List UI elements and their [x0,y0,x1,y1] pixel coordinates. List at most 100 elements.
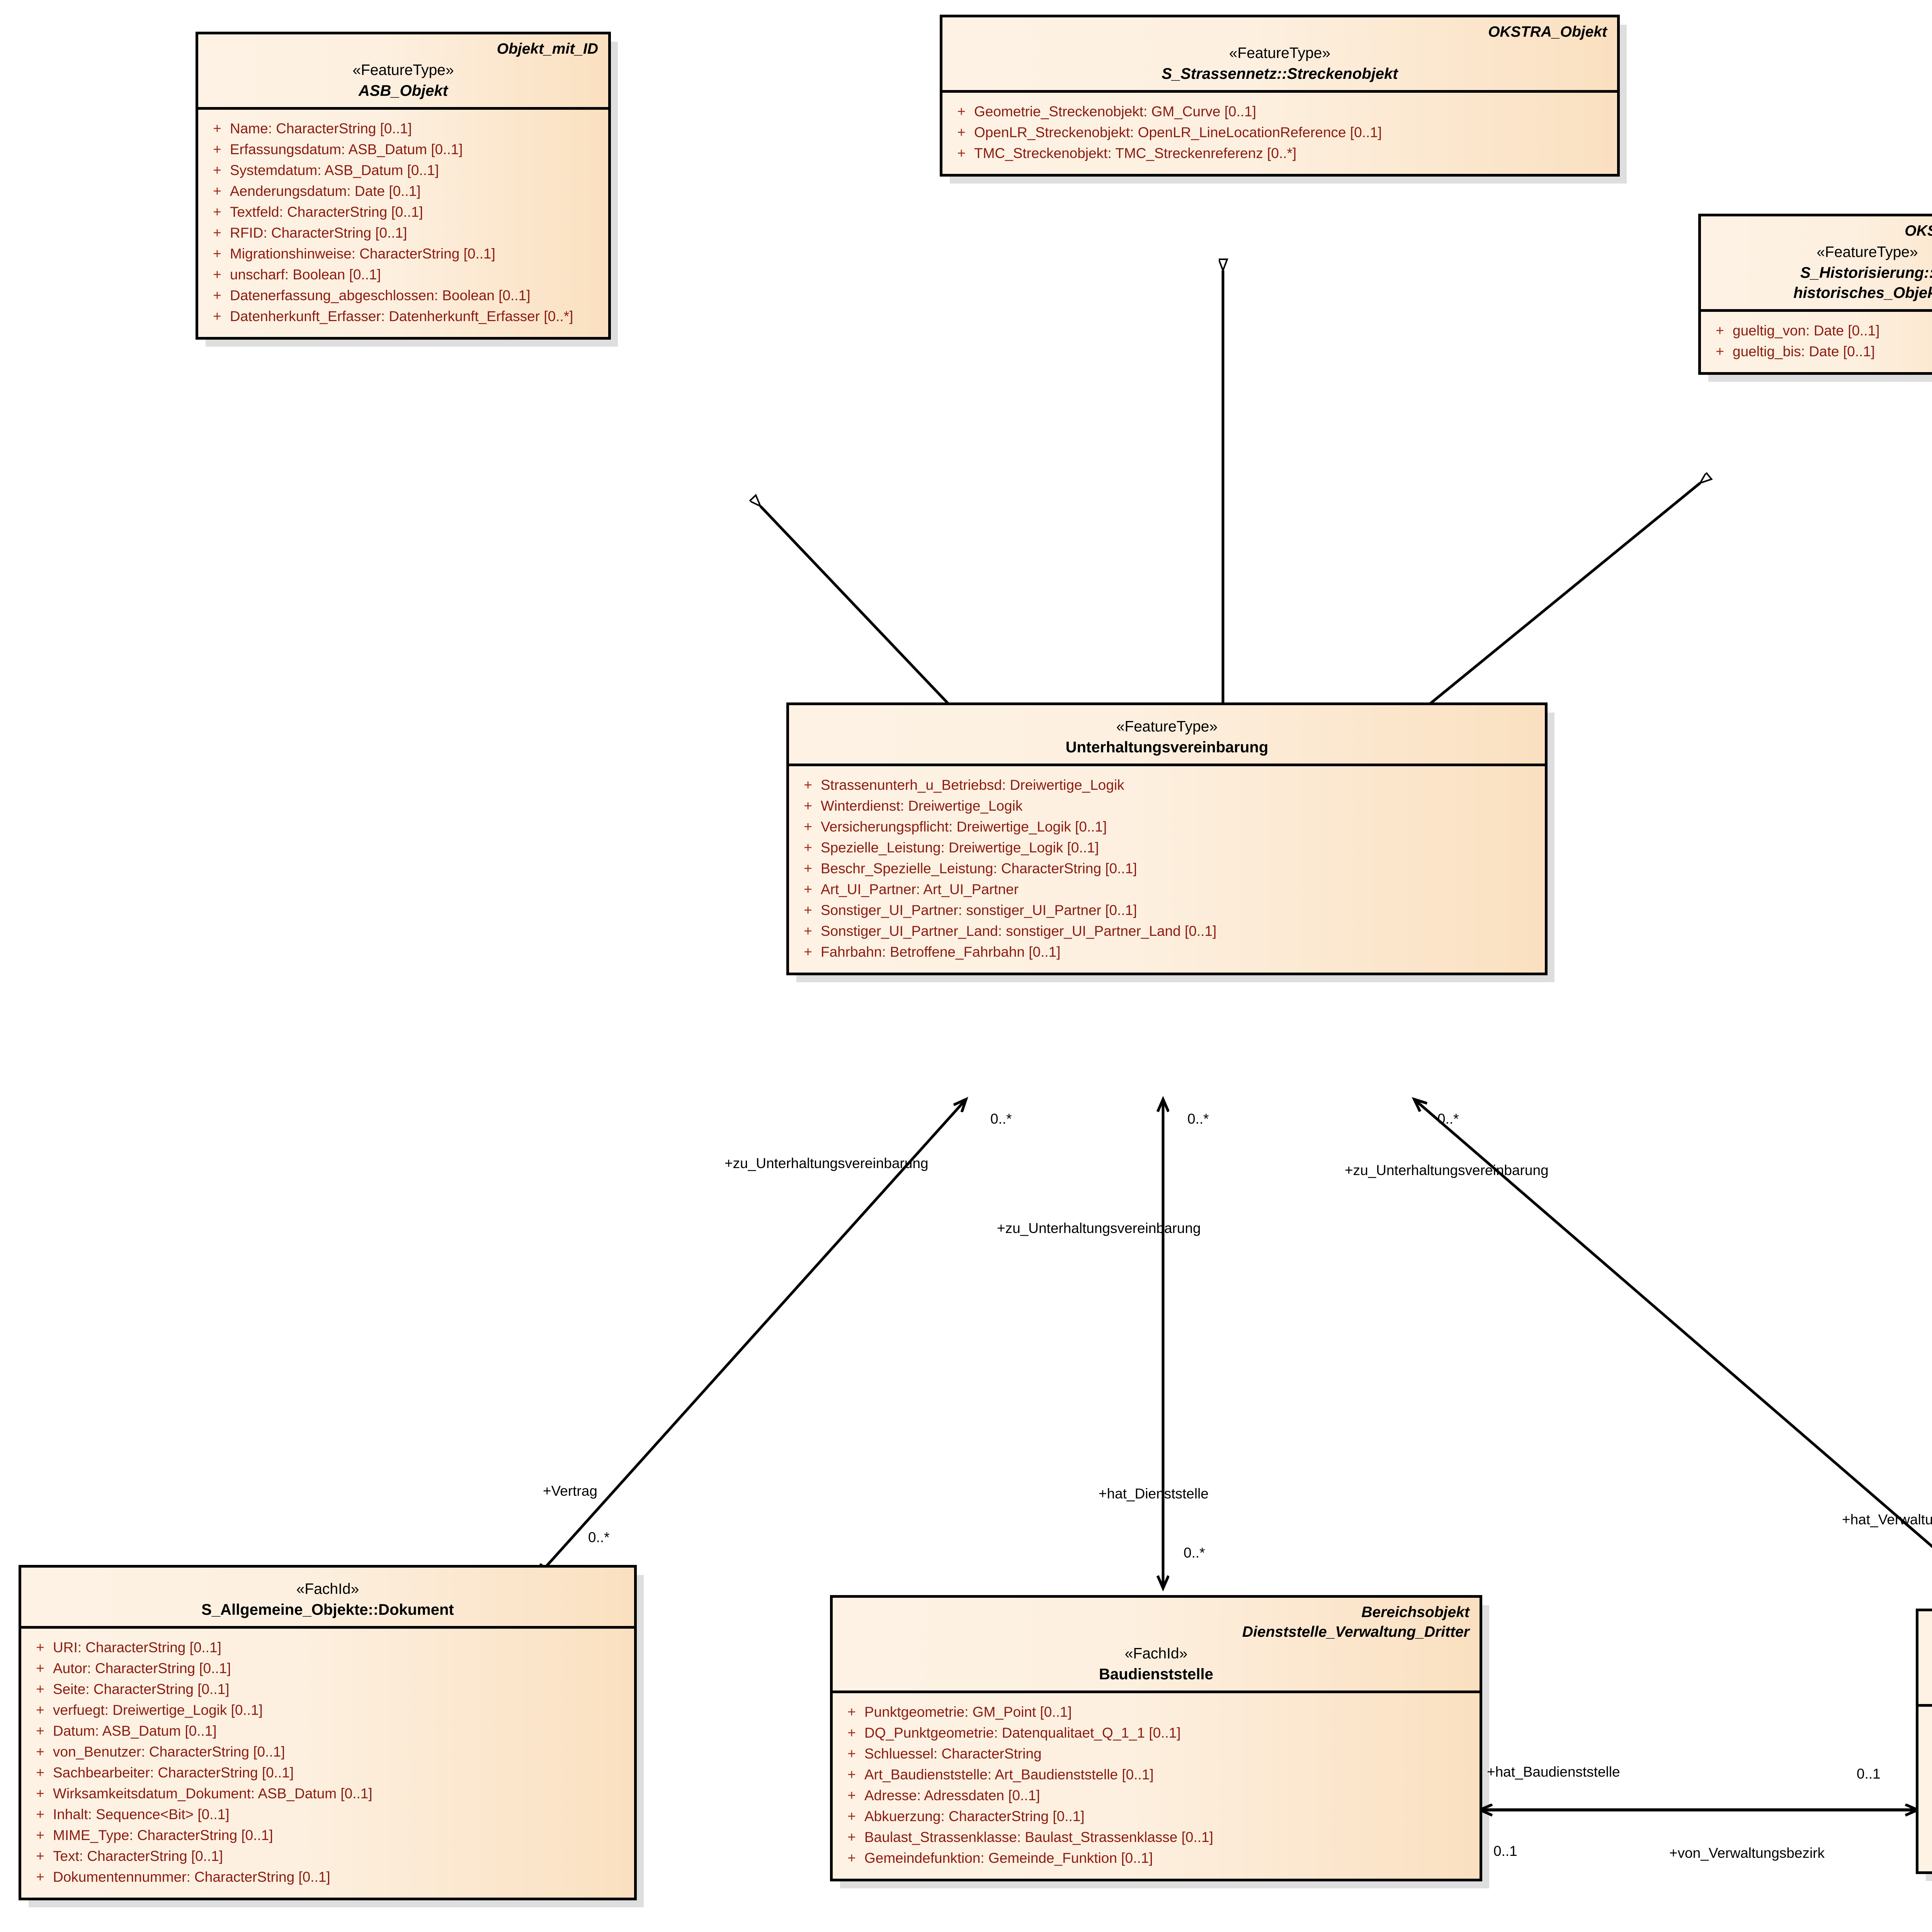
attribute-row: +Kennung: CharacterString [0..1] [1925,1757,1932,1778]
visibility-marker: + [804,881,812,897]
attribute-row: +MIME_Type: CharacterString [0..1] [27,1825,628,1846]
attribute-row: +OpenLR_Streckenobjekt: OpenLR_LineLocat… [949,122,1611,143]
role-label-zu-unterhaltungsvereinbarung-bds: +zu_Unterhaltungsvereinbarung [997,1220,1201,1236]
class-stereotype: «FeatureType» [352,62,454,79]
class-name: ASB_Objekt [358,82,448,100]
class-name: Verwaltungsbezirk [1929,1678,1932,1698]
attribute-row: +Datenherkunft_Erfasser: Datenherkunft_E… [204,306,602,327]
class-attributes-historisches-objekt: +gueltig_von: Date [0..1] +gueltig_bis: … [1701,312,1932,372]
class-header-unterhaltungsvereinbarung: «FeatureType» Unterhaltungsvereinbarung [789,705,1545,766]
attribute-signature: Versicherungspflicht: Dreiwertige_Logik … [821,818,1107,835]
class-box-streckenobjekt[interactable]: OKSTRA_Objekt «FeatureType» S_Strassenne… [940,15,1620,177]
attribute-signature: gueltig_bis: Date [0..1] [1733,344,1875,360]
attribute-signature: Baulast_Strassenklasse: Baulast_Strassen… [864,1829,1213,1845]
attribute-row: +von_Benutzer: CharacterString [0..1] [27,1742,628,1762]
class-attributes-streckenobjekt: + Geometrie_Streckenobjekt: GM_Curve [0..… [942,93,1617,174]
class-box-dokument[interactable]: «FachId» S_Allgemeine_Objekte::Dokument … [19,1565,637,1900]
attribute-signature: Gemeindefunktion: Gemeinde_Funktion [0..… [864,1850,1153,1866]
attribute-row: +URI: CharacterString [0..1] [27,1637,628,1658]
multiplicity-label-hat-baudienststelle: 0..1 [1493,1843,1517,1859]
visibility-marker: + [804,944,812,960]
visibility-marker: + [213,162,221,179]
attribute-signature: RFID: CharacterString [0..1] [230,225,407,241]
attribute-signature: Fahrbahn: Betroffene_Fahrbahn [0..1] [821,944,1061,960]
attribute-row: +Seite: CharacterString [0..1] [27,1679,628,1700]
attribute-signature: Aenderungsdatum: Date [0..1] [230,183,421,199]
visibility-marker: + [36,1681,44,1697]
attribute-row: + Sachbearbeiter: CharacterString [0..1] [27,1762,628,1783]
visibility-marker: + [213,141,221,158]
attribute-row: + Migrationshinweise: CharacterString [0.… [204,243,602,264]
visibility-marker: + [957,104,966,120]
attribute-row: +Sonstiger_UI_Partner: sonstiger_UI_Part… [795,900,1539,921]
attribute-row: + Fahrbahn: Betroffene_Fahrbahn [0..1] [795,942,1539,963]
visibility-marker: + [36,1639,44,1655]
attribute-signature: Art_UI_Partner: Art_UI_Partner [821,881,1019,897]
attribute-row: +Autor: CharacterString [0..1] [27,1658,628,1679]
attribute-row: +Baulast_Strassenklasse: Baulast_Strasse… [1925,1820,1932,1840]
attribute-row: + Versicherungspflicht: Dreiwertige_Logik… [795,816,1539,837]
class-attributes-asb-objekt: +Name: CharacterString [0..1] +Erfassung… [198,110,608,337]
attribute-row: +verfuegt: Dreiwertige_Logik [0..1] [27,1700,628,1721]
visibility-marker: + [804,839,812,855]
attribute-signature: Spezielle_Leistung: Dreiwertige_Logik [0… [821,839,1099,855]
class-stereotype: «FachId» [1929,1657,1932,1678]
class-stereotype: «FeatureType» [1116,718,1218,735]
attribute-signature: Migrationshinweise: CharacterString [0..… [230,246,495,262]
visibility-marker: + [847,1704,856,1720]
attribute-row: +Inhalt: Sequence<Bit> [0..1] [27,1804,628,1825]
class-name-line2: historisches_Objekt [1793,284,1932,302]
attribute-row: + TMC_Streckenobjekt: TMC_Streckenreferen… [949,143,1611,164]
attribute-signature: Geometrie_Streckenobjekt: GM_Curve [0..1… [974,104,1257,120]
attribute-row: +Datenerfassung_abgeschlossen: Boolean [… [204,285,602,306]
class-stereotype: «FachId» [296,1581,359,1597]
attribute-row: +Baulast_Strassenklasse: Baulast_Strasse… [839,1827,1473,1848]
role-label-von-verwaltungsbezirk: +von_Verwaltungsbezirk [1669,1845,1825,1861]
class-box-verwaltungsbezirk[interactable]: Baulasttraeger Bereichsobjekt «FachId» V… [1916,1609,1932,1874]
attribute-row: + Art_UI_Partner: Art_UI_Partner [795,879,1539,900]
attribute-signature: TMC_Streckenobjekt: TMC_Streckenreferenz… [974,145,1297,162]
attribute-row: +gueltig_bis: Date [0..1] [1707,341,1932,362]
attribute-signature: Schluessel: CharacterString [864,1745,1042,1762]
class-stereotype: «FeatureType» [1229,45,1331,62]
class-header-historisches-objekt: OKSTRA_Objekt «FeatureType» S_Historisie… [1701,216,1932,312]
attribute-signature: Dokumentennummer: CharacterString [0..1] [53,1869,330,1885]
attribute-signature: Datum: ASB_Datum [0..1] [53,1723,217,1739]
attribute-row: +Aenderungsdatum: Date [0..1] [204,181,602,202]
visibility-marker: + [804,818,812,835]
class-attributes-verwaltungsbezirk: +Flaechengeometrie: GM_MultiSurface [0..… [1918,1707,1932,1871]
attribute-signature: Sonstiger_UI_Partner_Land: sonstiger_UI_… [821,923,1217,939]
generalization-to-asb-objekt [760,506,950,705]
attribute-signature: Text: CharacterString [0..1] [53,1848,223,1864]
attribute-signature: Sachbearbeiter: CharacterString [0..1] [53,1764,294,1781]
attribute-signature: Punktgeometrie: GM_Point [0..1] [864,1704,1072,1720]
class-box-asb-objekt[interactable]: Objekt_mit_ID «FeatureType» ASB_Objekt +… [196,32,611,340]
attribute-signature: Autor: CharacterString [0..1] [53,1660,231,1676]
visibility-marker: + [213,308,221,325]
generalization-to-historisches-objekt [1429,483,1700,705]
visibility-marker: + [213,204,221,220]
visibility-marker: + [1925,1802,1932,1816]
class-box-historisches-objekt[interactable]: OKSTRA_Objekt «FeatureType» S_Historisie… [1698,214,1932,375]
attribute-row: +Systemdatum: ASB_Datum [0..1] [204,160,602,181]
role-label-vertrag: +Vertrag [543,1483,597,1499]
class-tagline: Objekt_mit_ID [497,41,598,57]
class-box-unterhaltungsvereinbarung[interactable]: «FeatureType» Unterhaltungsvereinbarung … [786,702,1548,975]
class-name: Unterhaltungsvereinbarung [1065,738,1269,756]
visibility-marker: + [36,1764,44,1781]
attribute-row: +Winterdienst: Dreiwertige_Logik [795,796,1539,816]
visibility-marker: + [1925,1739,1932,1753]
attribute-row: +Beschr_Spezielle_Leistung: CharacterStr… [795,858,1539,879]
class-attributes-unterhaltungsvereinbarung: +Strassenunterh_u_Betriebsd: Dreiwertige… [789,766,1545,973]
visibility-marker: + [847,1787,856,1803]
visibility-marker: + [847,1850,856,1866]
visibility-marker: + [957,145,966,162]
visibility-marker: + [213,246,221,262]
visibility-marker: + [847,1808,856,1824]
class-header-streckenobjekt: OKSTRA_Objekt «FeatureType» S_Strassenne… [942,17,1617,93]
class-box-baudienststelle[interactable]: Bereichsobjekt Dienststelle_Verwaltung_D… [830,1595,1482,1881]
attribute-row: +Verwaltungsebene: Verwaltungsebene [0..… [1925,1799,1932,1820]
visibility-marker: + [213,121,221,137]
attribute-signature: MIME_Type: CharacterString [0..1] [53,1827,273,1843]
attribute-row: +DQ_Punktgeometrie: Datenqualitaet_Q_1_1… [839,1723,1473,1743]
